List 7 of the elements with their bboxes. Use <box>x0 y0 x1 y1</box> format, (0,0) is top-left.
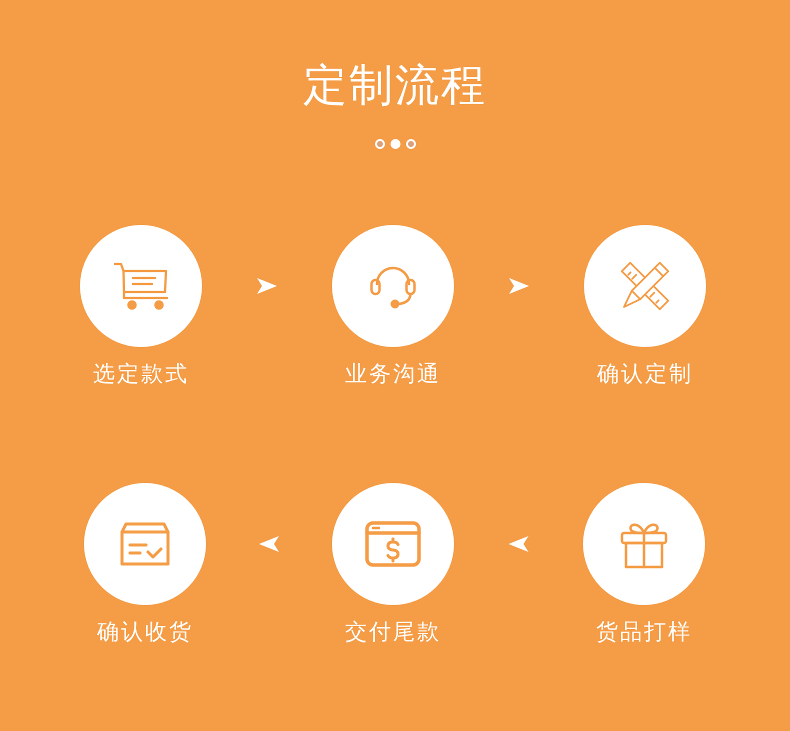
step-label: 货品打样 <box>596 620 692 646</box>
step-label: 业务沟通 <box>345 362 441 388</box>
step-label: 确认定制 <box>597 362 693 388</box>
step-label: 确认收货 <box>97 620 193 646</box>
step-label: 选定款式 <box>93 362 189 388</box>
step-label: 交付尾款 <box>345 620 441 646</box>
title: 定制流程 <box>303 60 487 112</box>
